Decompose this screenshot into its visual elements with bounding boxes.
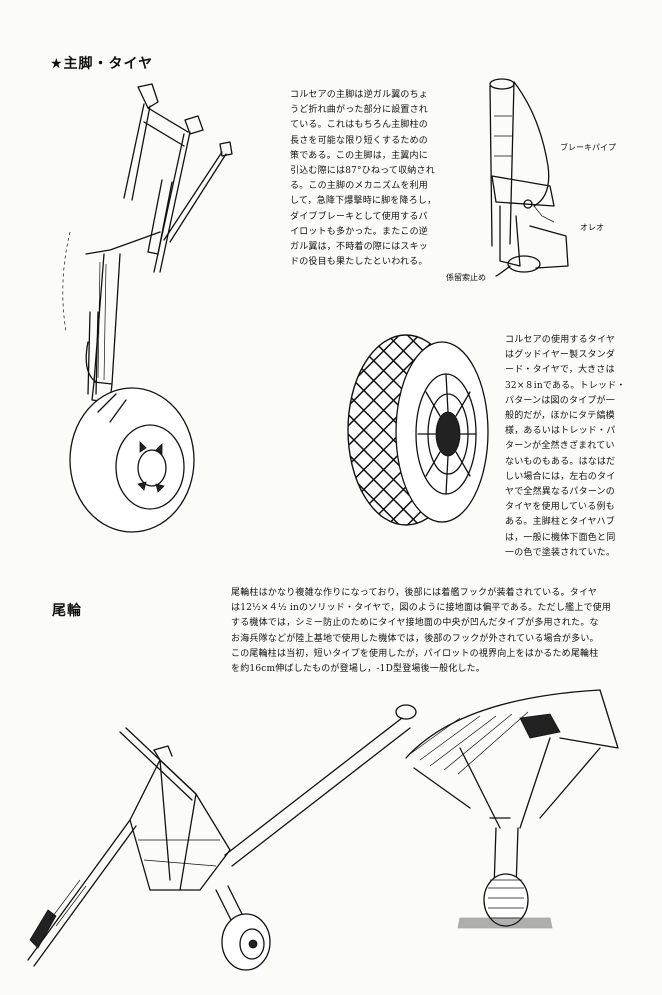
tire-tread-illustration — [344, 330, 494, 530]
main-landing-gear-illustration — [40, 82, 220, 537]
tail-wheel-assembly-illustration — [20, 690, 420, 990]
tail-wheel-description: 尾輪柱はかなり複雑な作りになっており，後部には着艦フックが装着されている。タイヤ… — [231, 588, 612, 675]
tie-down-label: 係留索止め — [446, 273, 486, 282]
tire-description: コルセアの使用するタイヤ はグッドイヤー製スタンダ ード・タイヤで，大きさは 3… — [505, 335, 626, 558]
main-gear-heading: ★主脚・タイヤ — [50, 56, 154, 72]
brake-pipe-label: ブレーキパイプ — [560, 143, 616, 152]
oleo-strut-detail-illustration — [470, 76, 580, 286]
tail-wheel-installed-illustration — [400, 688, 625, 938]
oleo-label: オレオ — [580, 223, 604, 232]
tail-wheel-heading: 尾輪 — [52, 603, 82, 619]
main-gear-description: コルセアの主脚は逆ガル翼のちょ うど折れ曲がった部分に設置され ている。これはも… — [290, 90, 437, 268]
